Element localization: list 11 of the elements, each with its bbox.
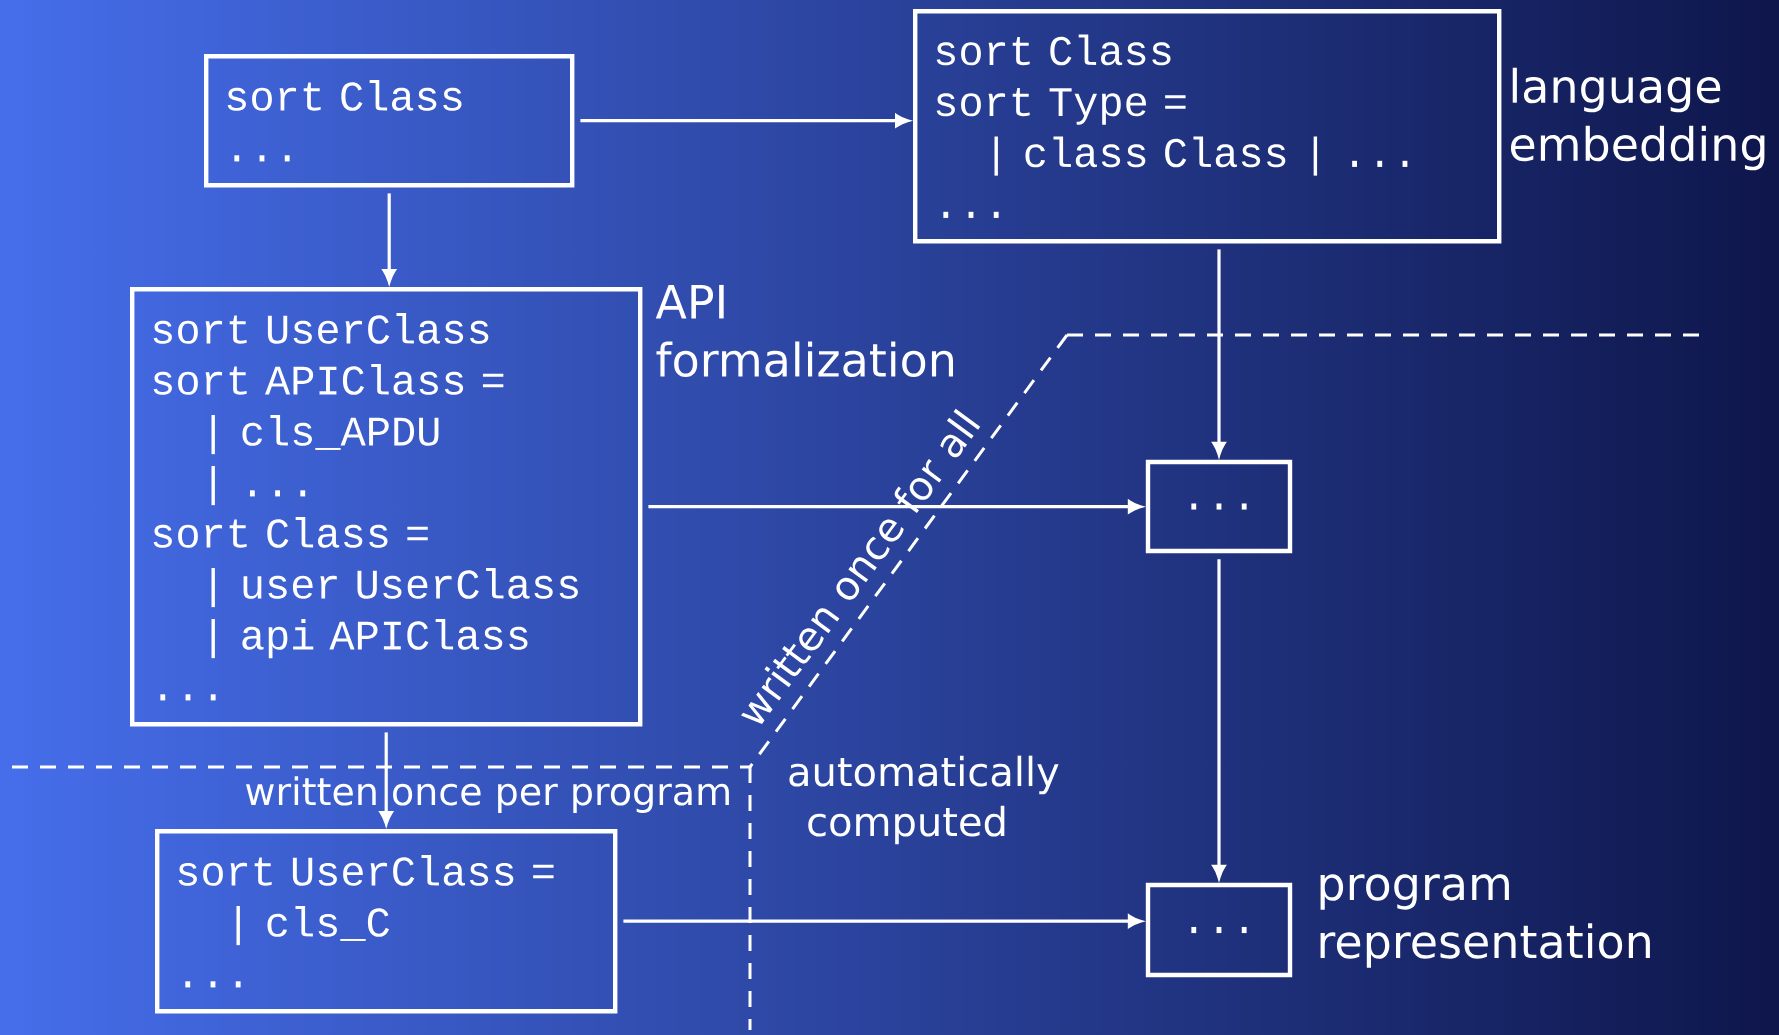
side-label: language embedding (1510, 67, 1765, 171)
code-box: sort Class ... (204, 54, 575, 188)
side-label: program representation (1320, 874, 1650, 968)
code-box: sort Class sort Type = | class Class | ... ... (913, 9, 1502, 244)
side-label: API formalization (655, 284, 953, 378)
code-box: sort UserClass sort APIClass = | cls_APDU | ... sort Class = | user UserClass | api APIClass ... (130, 287, 643, 727)
region-label: automatically computed (789, 755, 1059, 845)
placeholder-box: ... (1145, 882, 1293, 978)
placeholder-box: ... (1145, 459, 1293, 554)
code-box: sort UserClass = | cls_C ... (155, 829, 618, 1014)
region-label: written once per program (246, 776, 729, 813)
